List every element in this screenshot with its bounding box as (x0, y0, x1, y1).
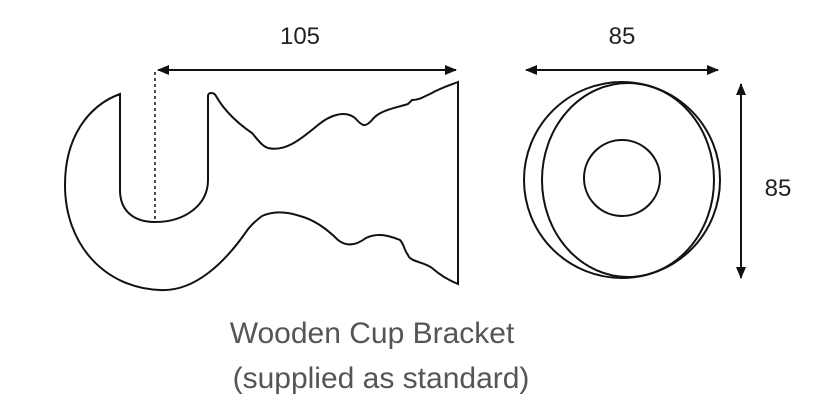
bracket-side-view (63, 80, 459, 292)
height-dimension-label: 85 (765, 175, 792, 202)
front-cup-rim (541, 82, 715, 278)
front-outer-circle (523, 81, 721, 279)
caption-subtitle: (supplied as standard) (233, 362, 530, 395)
length-dimension-label: 105 (280, 23, 320, 50)
width-dimension-label: 85 (609, 23, 636, 50)
front-inner-circle (583, 139, 661, 217)
caption-title: Wooden Cup Bracket (230, 317, 515, 350)
